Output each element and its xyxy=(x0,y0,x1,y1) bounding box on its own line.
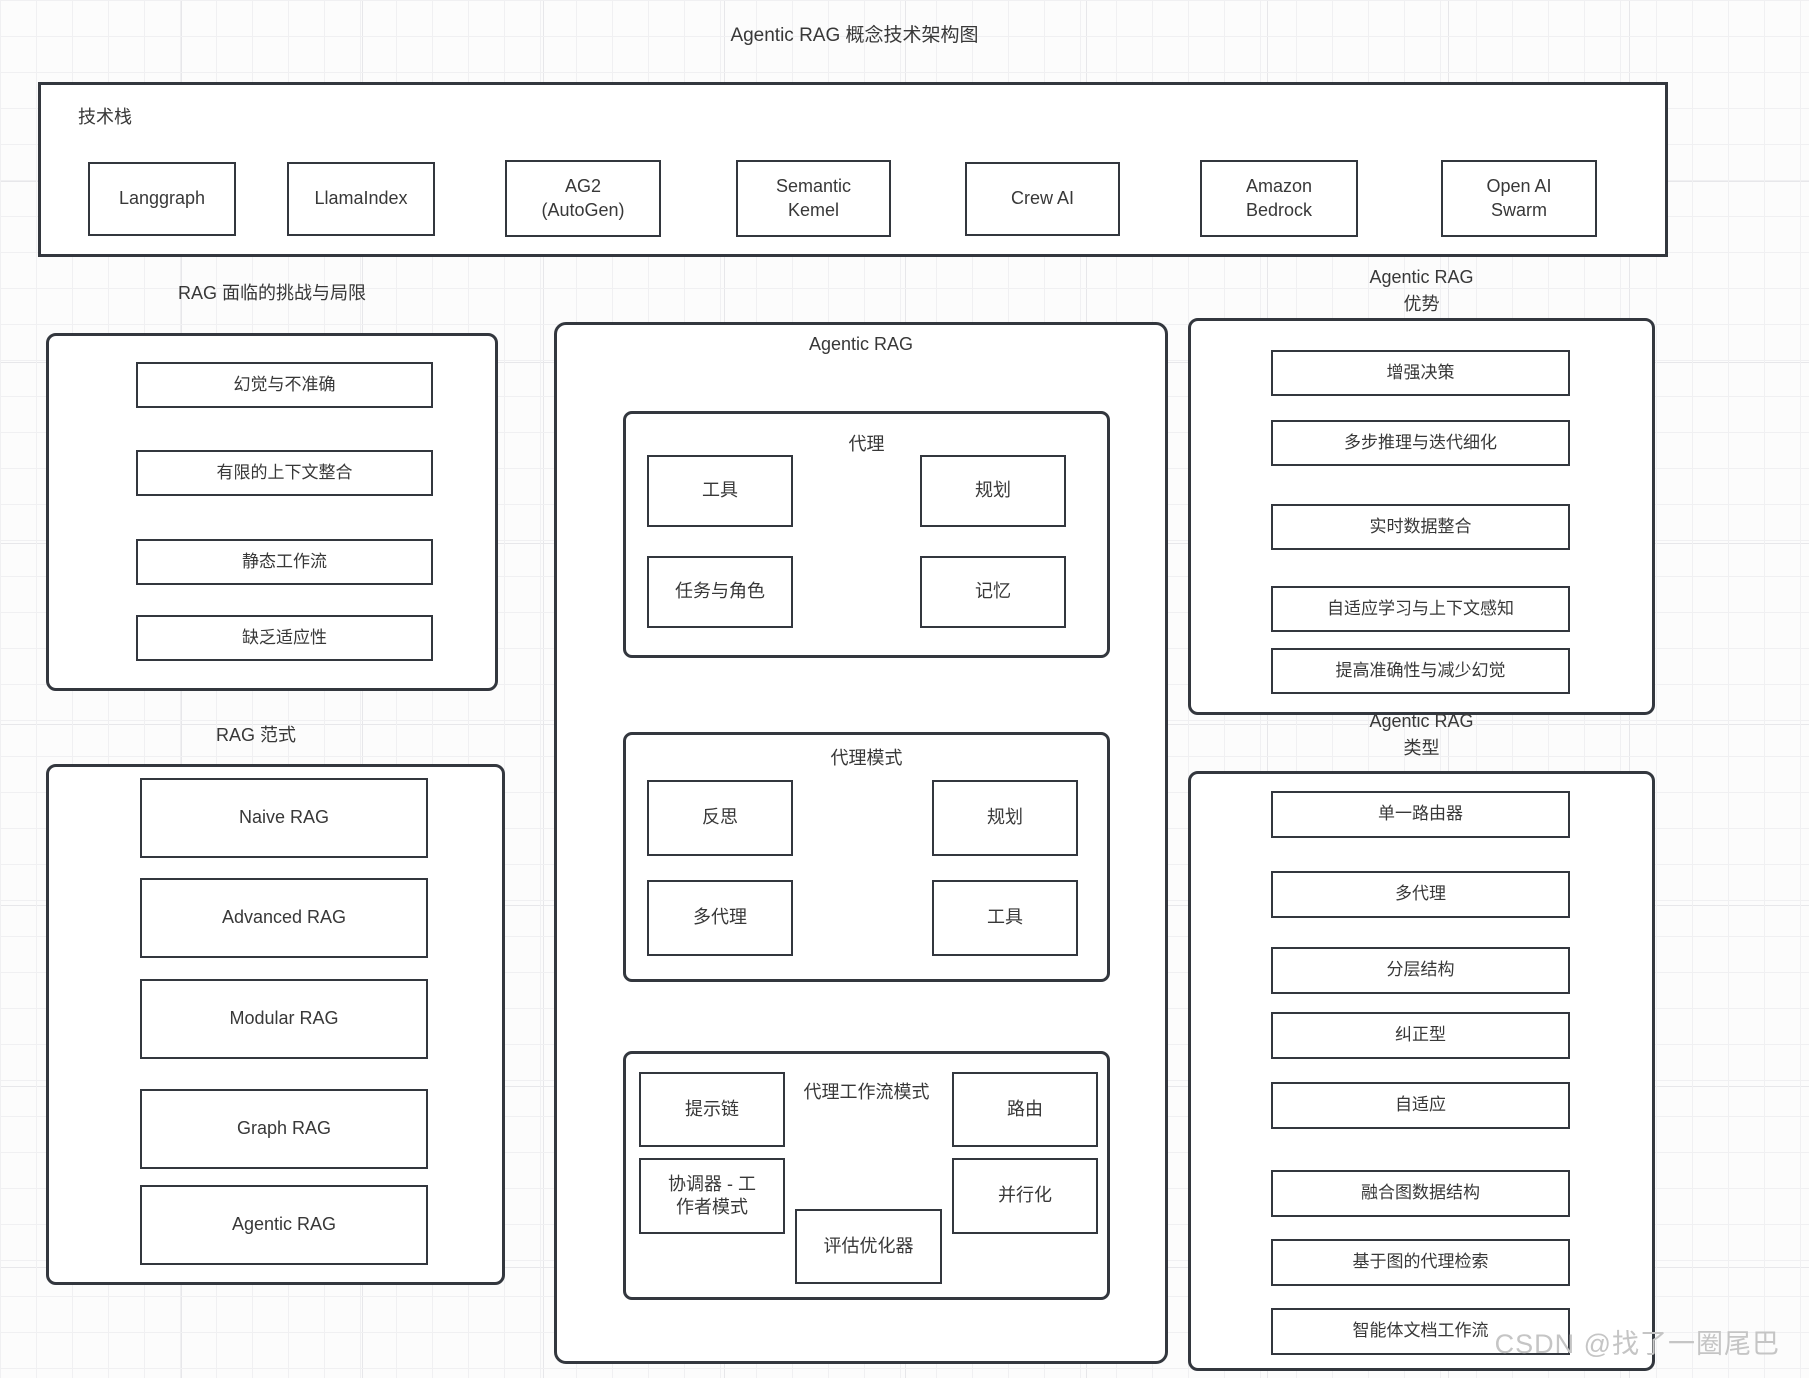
agent-label: 代理 xyxy=(848,434,885,454)
watermark-text: CSDN @找了一圈尾巴 xyxy=(1494,1329,1780,1359)
tech-box-ag2-autogen: AG2 (AutoGen) xyxy=(505,160,661,237)
paradigms-label: RAG 范式 xyxy=(215,725,296,745)
workflow-box-prompt-chaining: 提示链 xyxy=(639,1072,785,1147)
advantage-box-multi-step-reasoning: 多步推理与迭代细化 xyxy=(1271,420,1570,466)
paradigm-box-agentic-rag: Agentic RAG xyxy=(140,1185,428,1265)
agent-box-tasks-roles: 任务与角色 xyxy=(647,556,793,628)
advantages-label: Agentic RAG 优势 xyxy=(1369,267,1474,314)
advantage-box-improved-accuracy-reduced-hallucination: 提高准确性与减少幻觉 xyxy=(1271,648,1570,694)
types-label: Agentic RAG 类型 xyxy=(1369,711,1474,758)
tech-box-llamaindex: LlamaIndex xyxy=(287,162,435,236)
pattern-box-planning: 规划 xyxy=(932,780,1078,856)
challenge-box-limited-context-integration: 有限的上下文整合 xyxy=(136,450,433,496)
type-box-graph-based-agent-retrieval: 基于图的代理检索 xyxy=(1271,1239,1570,1286)
pattern-box-reflection: 反思 xyxy=(647,780,793,856)
challenge-box-lack-of-adaptability: 缺乏适应性 xyxy=(136,615,433,661)
agent-box-planning: 规划 xyxy=(920,455,1066,527)
paradigm-box-modular-rag: Modular RAG xyxy=(140,979,428,1059)
tech-box-semantic-kemel: Semantic Kemel xyxy=(736,160,891,237)
workflow-box-orchestrator-worker: 协调器 - 工 作者模式 xyxy=(639,1158,785,1234)
type-box-multi-agent: 多代理 xyxy=(1271,871,1570,918)
type-box-adaptive: 自适应 xyxy=(1271,1082,1570,1129)
paradigm-box-graph-rag: Graph RAG xyxy=(140,1089,428,1169)
workflow-box-parallelization: 并行化 xyxy=(952,1158,1098,1234)
agent-patterns-label: 代理模式 xyxy=(830,748,903,768)
workflow-patterns-label: 代理工作流模式 xyxy=(803,1082,930,1102)
type-box-single-router: 单一路由器 xyxy=(1271,791,1570,838)
workflow-box-evaluator-optimizer: 评估优化器 xyxy=(795,1209,942,1284)
challenges-label: RAG 面临的挑战与局限 xyxy=(177,283,366,303)
tech-box-amazon-bedrock: Amazon Bedrock xyxy=(1200,160,1358,237)
agent-box-tools: 工具 xyxy=(647,455,793,527)
type-box-graph-fusion-data-structure: 融合图数据结构 xyxy=(1271,1170,1570,1217)
pattern-box-multi-agent: 多代理 xyxy=(647,880,793,956)
type-box-agentic-document-workflow: 智能体文档工作流 xyxy=(1271,1308,1570,1355)
advantage-box-adaptive-learning-context-awareness: 自适应学习与上下文感知 xyxy=(1271,586,1570,632)
workflow-box-routing: 路由 xyxy=(952,1072,1098,1147)
paradigm-box-advanced-rag: Advanced RAG xyxy=(140,878,428,958)
agentic-rag-label: Agentic RAG xyxy=(808,334,914,354)
challenge-box-hallucination-inaccuracy: 幻觉与不准确 xyxy=(136,362,433,408)
pattern-box-tools: 工具 xyxy=(932,880,1078,956)
tech-stack-label: 技术栈 xyxy=(78,107,132,127)
challenge-box-static-workflow: 静态工作流 xyxy=(136,539,433,585)
tech-box-openai-swarm: Open AI Swarm xyxy=(1441,160,1597,237)
type-box-corrective: 纠正型 xyxy=(1271,1012,1570,1059)
tech-box-langgraph: Langgraph xyxy=(88,162,236,236)
diagram-title: Agentic RAG 概念技术架构图 xyxy=(730,25,979,46)
tech-box-crew-ai: Crew AI xyxy=(965,162,1120,236)
advantage-box-enhanced-decision-making: 增强决策 xyxy=(1271,350,1570,396)
type-box-hierarchical: 分层结构 xyxy=(1271,947,1570,994)
agent-box-memory: 记忆 xyxy=(920,556,1066,628)
paradigm-box-naive-rag: Naive RAG xyxy=(140,778,428,858)
advantage-box-realtime-data-integration: 实时数据整合 xyxy=(1271,504,1570,550)
